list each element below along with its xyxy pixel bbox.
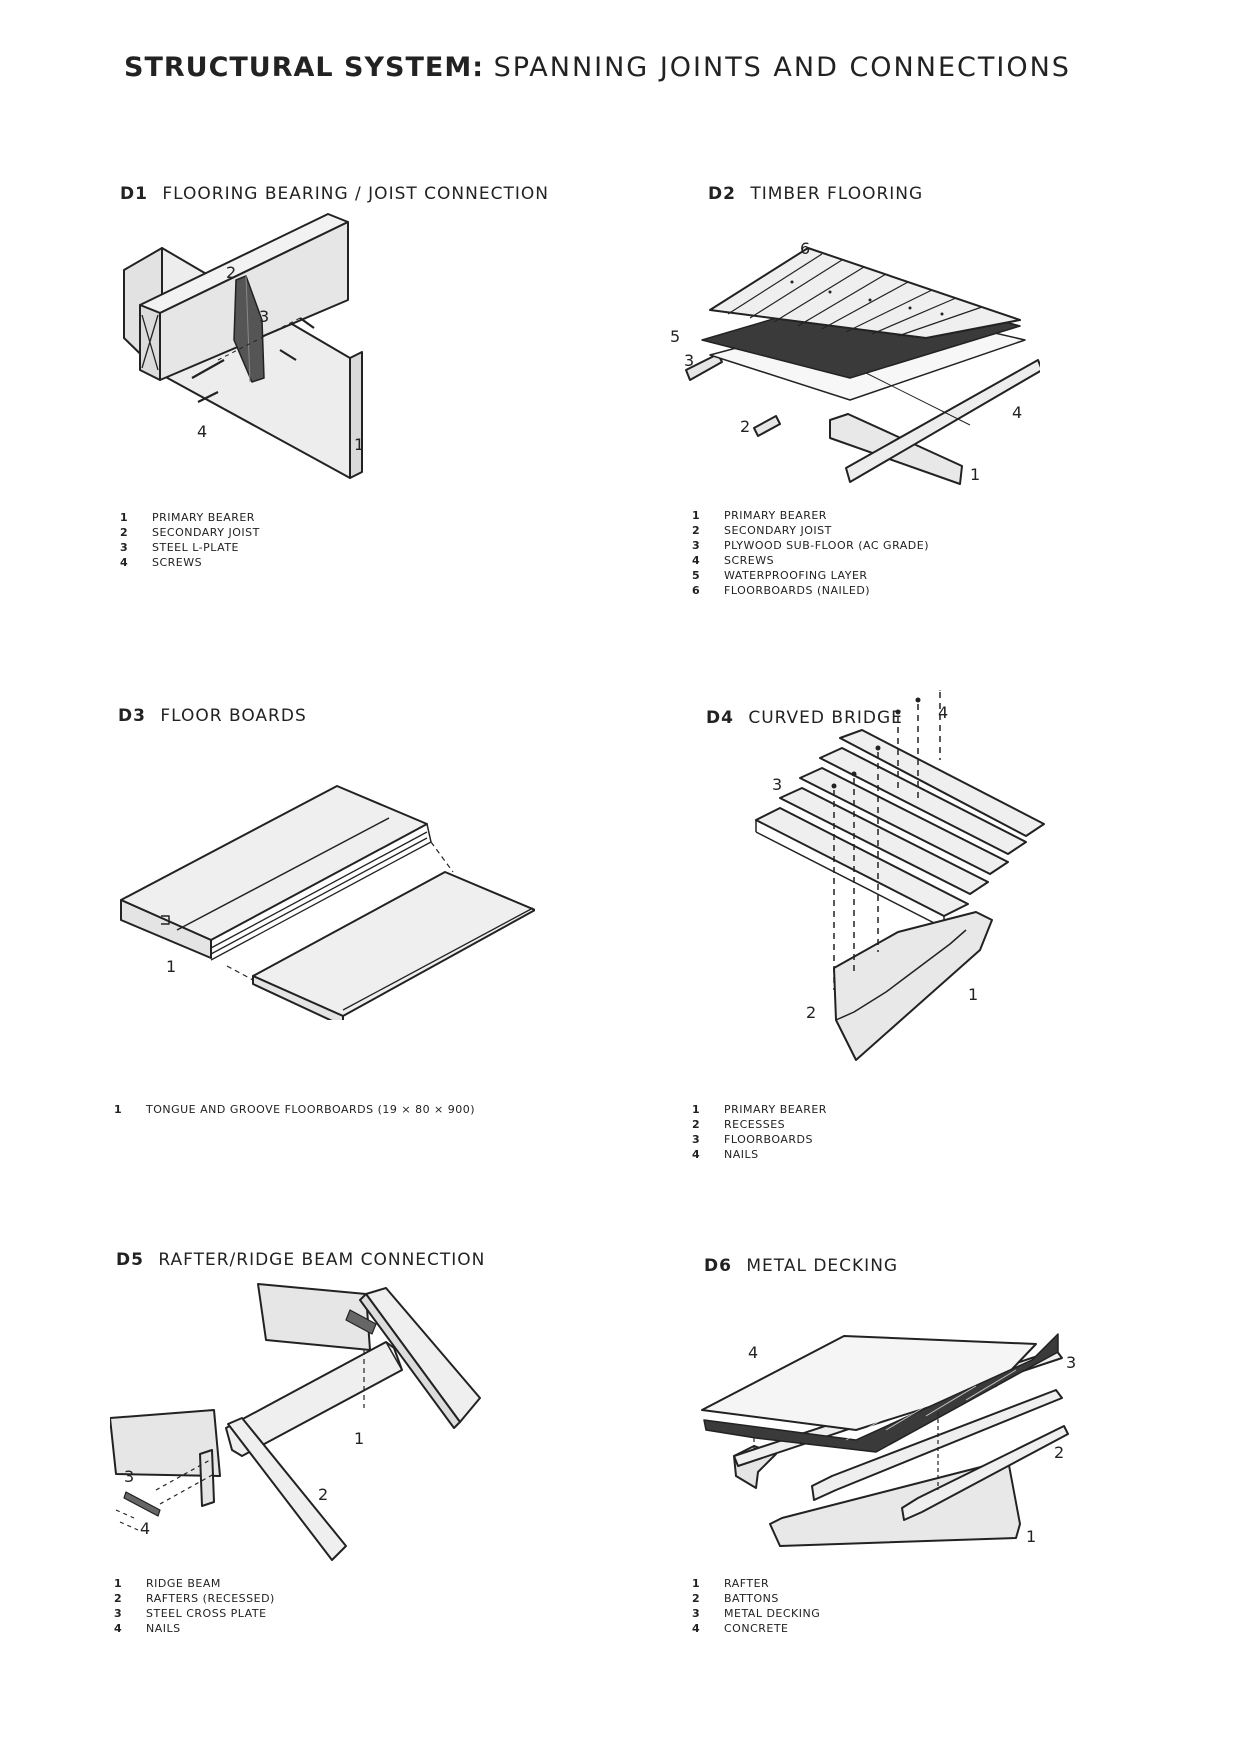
panel-d2-header: D2 TIMBER FLOORING (708, 184, 1241, 208)
panel-d2-id: D2 (708, 184, 736, 204)
panel-d3: D3 FLOOR BOARDS (118, 706, 678, 730)
d4-curved-bridge-drawing (730, 690, 1060, 1090)
d1-bearing-joist-drawing (100, 210, 400, 510)
d2-timber-flooring-drawing (680, 230, 1040, 500)
d6-metal-decking-drawing (696, 1300, 1076, 1560)
panel-d6-header: D6 METAL DECKING (704, 1256, 1241, 1280)
d5-steel-cross-plate (123, 1491, 161, 1517)
d5-upper-plate (345, 1309, 377, 1335)
panel-d1-header: D1 FLOORING BEARING / JOIST CONNECTION (120, 184, 680, 208)
page-title: STRUCTURAL SYSTEM: SPANNING JOINTS AND C… (124, 52, 1071, 83)
panel-d3-header: D3 FLOOR BOARDS (118, 706, 678, 730)
panel-d3-title: FLOOR BOARDS (160, 706, 307, 726)
panel-d1-id: D1 (120, 184, 148, 204)
panel-d1-title: FLOORING BEARING / JOIST CONNECTION (162, 184, 549, 204)
panel-d6-title: METAL DECKING (746, 1256, 899, 1276)
panel-d2: D2 TIMBER FLOORING (708, 184, 1241, 208)
panel-d4-title: CURVED BRIDGE (748, 708, 903, 728)
panel-d5-header: D5 RAFTER/RIDGE BEAM CONNECTION (116, 1250, 676, 1274)
panel-d5: D5 RAFTER/RIDGE BEAM CONNECTION (116, 1250, 676, 1274)
panel-d5-title: RAFTER/RIDGE BEAM CONNECTION (158, 1250, 486, 1270)
panel-d4-id: D4 (706, 708, 734, 728)
page-title-bold: STRUCTURAL SYSTEM: (124, 52, 484, 83)
panel-d3-id: D3 (118, 706, 146, 726)
panel-d6: D6 METAL DECKING (704, 1256, 1241, 1280)
panel-d4-header: D4 CURVED BRIDGE (706, 708, 1241, 732)
d2-label-5: 5 (670, 327, 680, 346)
page-title-rest: SPANNING JOINTS AND CONNECTIONS (493, 52, 1071, 83)
panel-d2-title: TIMBER FLOORING (750, 184, 924, 204)
panel-d6-id: D6 (704, 1256, 732, 1276)
panel-d1: D1 FLOORING BEARING / JOIST CONNECTION (120, 184, 680, 208)
d3-floorboards-drawing (115, 780, 535, 1020)
panel-d5-id: D5 (116, 1250, 144, 1270)
d5-rafter-ridge-drawing (110, 1278, 490, 1578)
panel-d4: D4 CURVED BRIDGE (706, 708, 1241, 732)
